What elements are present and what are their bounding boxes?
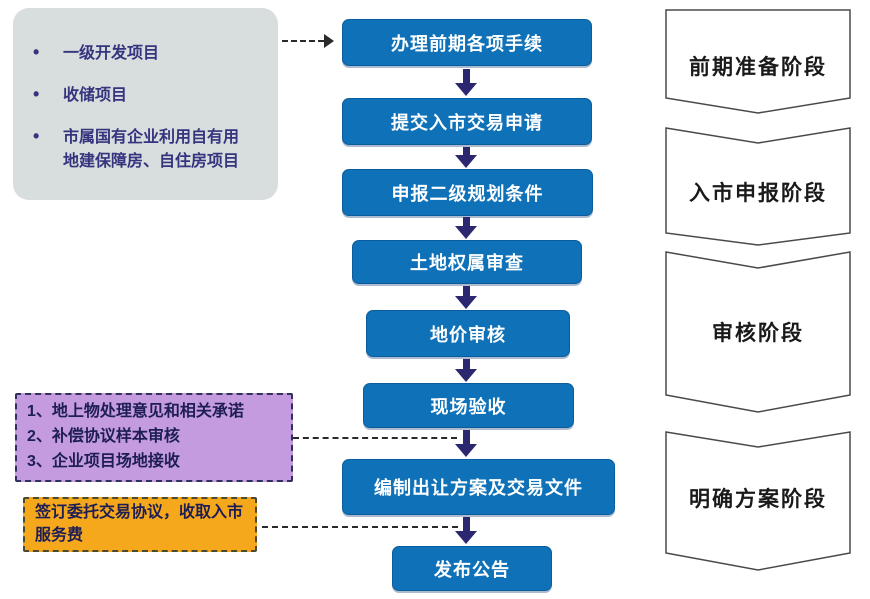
eligible-project-label: 收储项目 — [63, 87, 128, 105]
stage-label: 前期准备阶段 — [689, 56, 827, 79]
review-note-connector-line — [293, 437, 457, 439]
eligible-projects-panel: • 一级开发项目 • 收储项目 • 市属国有企业利用自有用地建保障房、自住房项目 — [13, 8, 278, 200]
stage-banner-3: 审核阶段 — [665, 251, 851, 415]
flow-step-5: 地价审核 — [366, 310, 570, 357]
review-item: 2、补偿协议样本审核 — [27, 428, 180, 446]
down-arrow-icon — [444, 517, 488, 544]
agreement-note-text: 签订委托交易协议，收取入市服务费 — [35, 504, 244, 544]
down-arrow-icon — [444, 69, 488, 96]
down-arrow-icon — [444, 217, 488, 239]
eligible-project-label: 一级开发项目 — [63, 45, 160, 62]
bullet-icon: • — [33, 126, 40, 147]
eligible-project-item: • 一级开发项目 — [33, 42, 264, 65]
bullet-icon: • — [33, 42, 40, 62]
panel-to-flow-dashed-line — [282, 40, 324, 42]
bullet-icon: • — [33, 84, 40, 105]
review-item: 3、企业项目场地接收 — [27, 452, 180, 470]
down-arrow-icon — [444, 430, 488, 457]
flow-step-2: 提交入市交易申请 — [342, 98, 592, 145]
flow-step-7: 编制出让方案及交易文件 — [342, 459, 615, 515]
flow-step-1: 办理前期各项手续 — [342, 19, 592, 66]
flow-step-4: 土地权属审查 — [352, 240, 582, 284]
eligible-project-label: 市属国有企业利用自有用地建保障房、自住房项目 — [63, 129, 240, 170]
right-arrowhead-icon — [324, 34, 334, 48]
stage-label: 入市申报阶段 — [689, 182, 827, 205]
down-arrow-icon — [444, 286, 488, 309]
stage-label: 审核阶段 — [712, 322, 804, 345]
stage-banner-4: 明确方案阶段 — [665, 431, 851, 573]
agreement-note: 签订委托交易协议，收取入市服务费 — [23, 497, 257, 552]
stage-label: 明确方案阶段 — [689, 488, 827, 511]
review-items-note: 1、地上物处理意见和相关承诺 2、补偿协议样本审核 3、企业项目场地接收 — [15, 393, 293, 482]
flow-step-8: 发布公告 — [392, 546, 552, 591]
stage-banner-2: 入市申报阶段 — [665, 127, 851, 247]
flow-step-6: 现场验收 — [363, 383, 574, 428]
review-item: 1、地上物处理意见和相关承诺 — [27, 403, 244, 421]
flow-step-3: 申报二级规划条件 — [342, 169, 593, 216]
eligible-project-item: • 收储项目 — [33, 84, 264, 107]
eligible-project-item: • 市属国有企业利用自有用地建保障房、自住房项目 — [33, 126, 264, 172]
down-arrow-icon — [444, 147, 488, 168]
agreement-note-connector-line — [262, 526, 458, 528]
stage-banner-1: 前期准备阶段 — [665, 9, 851, 115]
down-arrow-icon — [444, 359, 488, 382]
